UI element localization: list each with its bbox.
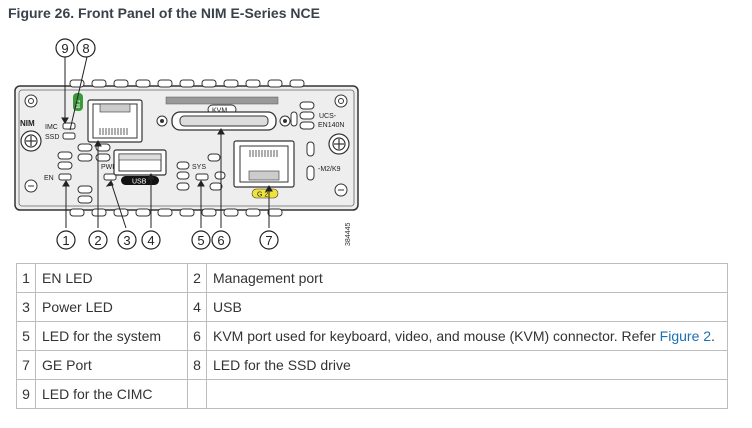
svg-text:3: 3 — [123, 233, 130, 248]
legend-desc: LED for the CIMC — [35, 379, 188, 409]
label-ge: G 2 — [257, 192, 268, 199]
ge-port-icon — [233, 140, 295, 188]
ssd-led — [62, 132, 76, 140]
right-captive-screw-icon — [328, 133, 350, 155]
svg-text:7: 7 — [265, 233, 272, 248]
usb-port-icon — [113, 149, 167, 176]
right-screw-bottom-icon — [334, 183, 348, 197]
label-imc: IMC — [45, 124, 58, 131]
imc-led — [62, 122, 76, 130]
label-pwr: PWR — [101, 164, 117, 171]
legend-desc: LED for the SSD drive — [206, 350, 728, 380]
management-port-icon — [87, 99, 143, 143]
front-panel-diagram: NIM UCS- EN140N -M2/K9 M.2 IMC SSD EN — [14, 38, 359, 250]
legend-desc: LED for the system — [35, 321, 188, 351]
figure-title: Figure 26. Front Panel of the NIM E-Seri… — [8, 5, 320, 21]
svg-text:5: 5 — [197, 233, 204, 248]
label-model-3: -M2/K9 — [318, 166, 341, 173]
svg-text:4: 4 — [147, 233, 154, 248]
kvm-label-bar — [165, 96, 279, 105]
legend-num: 5 — [16, 321, 36, 351]
en-led — [58, 173, 72, 181]
figure-2-link[interactable]: Figure 2 — [659, 328, 712, 344]
sys-led — [195, 173, 209, 181]
legend-desc: KVM port used for keyboard, video, and m… — [213, 328, 660, 344]
svg-text:6: 6 — [217, 233, 224, 248]
callout-4: 4 — [141, 230, 161, 250]
legend-num: 4 — [187, 292, 207, 322]
legend-desc: Management port — [206, 263, 728, 293]
label-model-2: EN140N — [318, 122, 344, 129]
legend-desc: Power LED — [35, 292, 188, 322]
callout-9: 9 — [55, 38, 75, 58]
table-row: 5 LED for the system 6 KVM port used for… — [16, 321, 728, 351]
legend-table: 1 EN LED 2 Management port 3 Power LED 4… — [16, 263, 728, 409]
callout-5: 5 — [191, 230, 211, 250]
oval-slots-right — [290, 101, 315, 181]
oval-slots-mid — [176, 153, 226, 191]
callout-8: 8 — [76, 38, 96, 58]
table-row: 7 GE Port 8 LED for the SSD drive — [16, 350, 728, 380]
callout-3: 3 — [117, 230, 137, 250]
pwr-led — [103, 173, 117, 181]
legend-num: 1 — [16, 263, 36, 293]
label-kvm: KVM — [212, 108, 227, 115]
left-screw-top-icon — [24, 94, 38, 108]
legend-desc-kvm: KVM port used for keyboard, video, and m… — [206, 321, 728, 351]
left-screw-bottom-icon — [24, 179, 38, 193]
label-usb: USB — [132, 179, 147, 186]
panel-inner — [18, 89, 355, 207]
callout-6: 6 — [211, 230, 231, 250]
label-ssd: SSD — [45, 134, 59, 141]
left-captive-screw-icon — [20, 130, 42, 152]
legend-num: 2 — [187, 263, 207, 293]
legend-num: 8 — [187, 350, 207, 380]
label-m2: M.2 — [76, 99, 82, 108]
oval-slots-left — [57, 143, 111, 204]
callout-1: 1 — [56, 230, 76, 250]
svg-text:2: 2 — [94, 233, 101, 248]
table-row: 3 Power LED 4 USB — [16, 292, 728, 322]
label-sys: SYS — [192, 164, 206, 171]
legend-desc: GE Port — [35, 350, 188, 380]
svg-text:1: 1 — [62, 233, 69, 248]
svg-text:8: 8 — [82, 41, 89, 56]
art-id: 384445 — [345, 223, 352, 246]
legend-desc: USB — [206, 292, 728, 322]
right-screw-top-icon — [334, 94, 348, 108]
leader-lines — [61, 56, 273, 229]
svg-text:9: 9 — [61, 41, 68, 56]
callout-2: 2 — [88, 230, 108, 250]
legend-num: 6 — [187, 321, 207, 351]
legend-desc-tail: . — [711, 328, 715, 344]
label-model-1: UCS- — [319, 113, 337, 120]
callout-7: 7 — [259, 230, 279, 250]
legend-num: 7 — [16, 350, 36, 380]
table-row: 9 LED for the CIMC — [16, 379, 728, 409]
table-row: 1 EN LED 2 Management port — [16, 263, 728, 293]
legend-num: 9 — [16, 379, 36, 409]
legend-desc: EN LED — [35, 263, 188, 293]
legend-desc — [206, 379, 728, 409]
top-vents — [69, 79, 305, 88]
label-nim: NIM — [20, 119, 35, 128]
kvm-connector-icon — [156, 111, 291, 131]
legend-num: 3 — [16, 292, 36, 322]
label-en: EN — [44, 175, 54, 182]
legend-num — [187, 379, 207, 409]
